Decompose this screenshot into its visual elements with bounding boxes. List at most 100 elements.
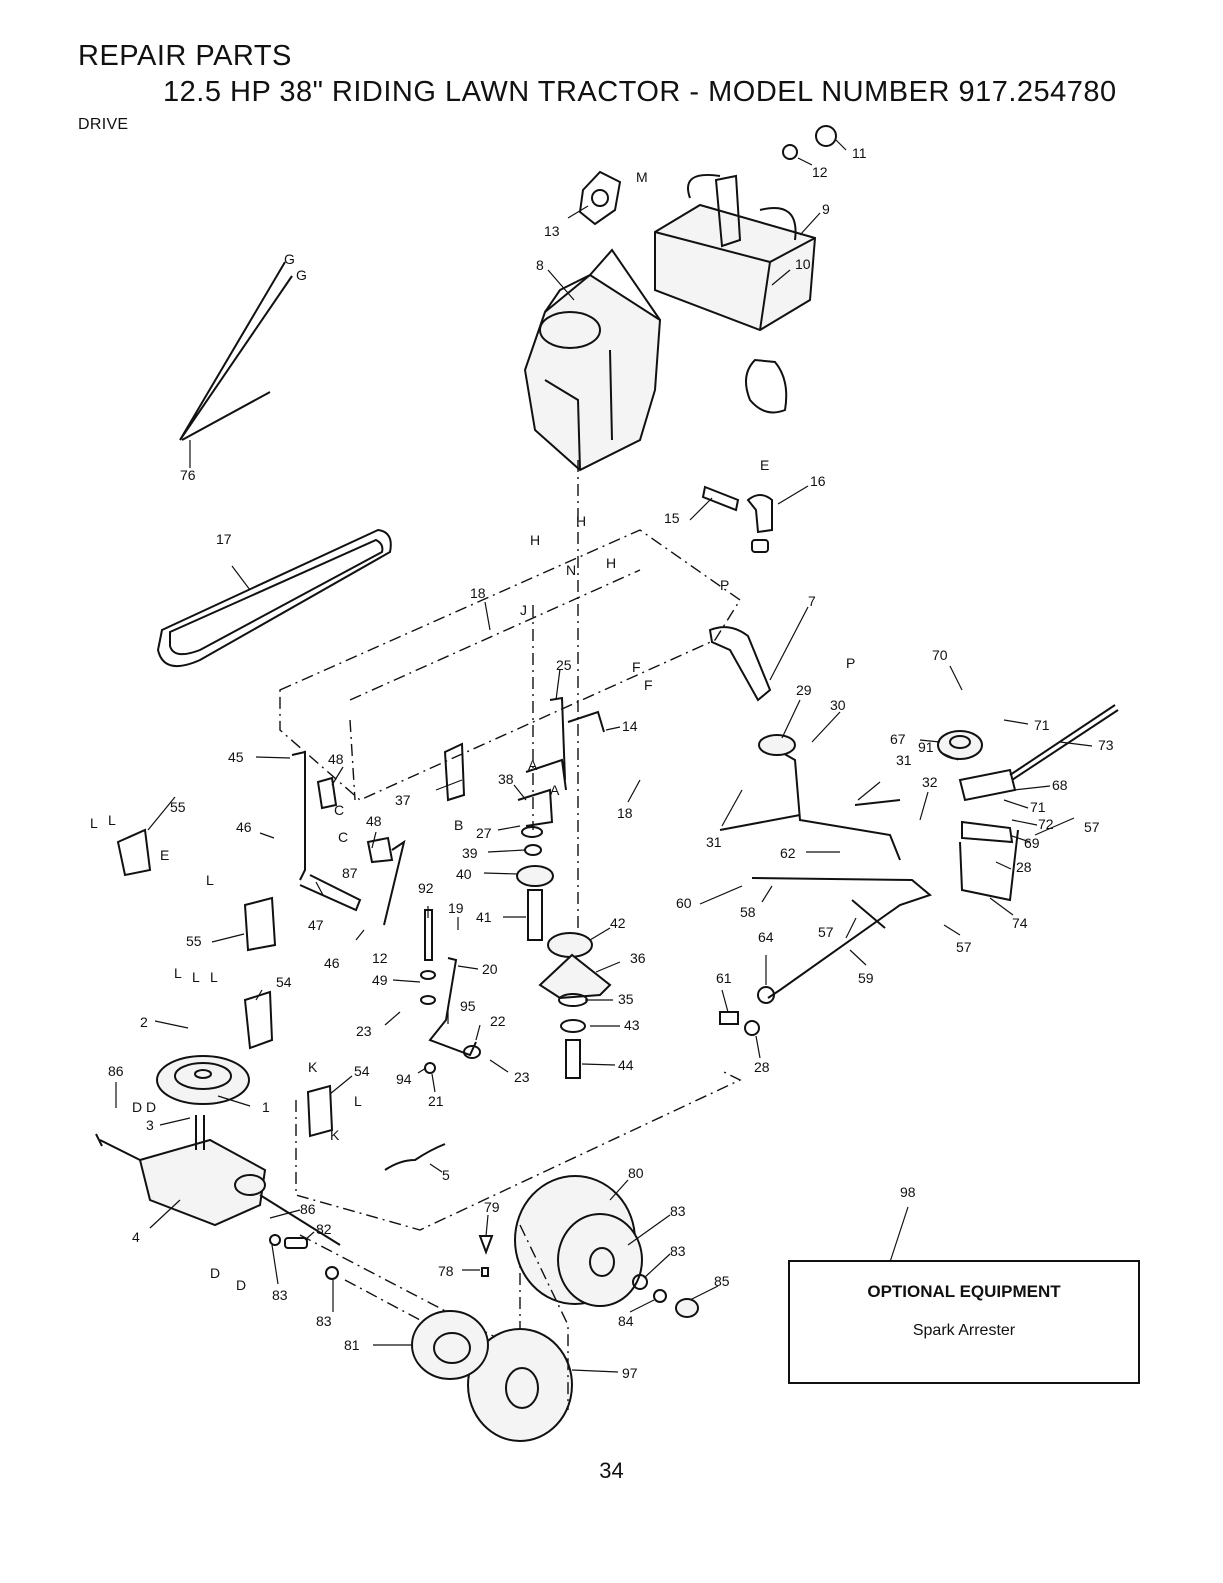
callout-7: 7 (808, 593, 816, 609)
callout-14: 14 (622, 718, 638, 734)
callout-92: 92 (418, 880, 434, 896)
page-number: 34 (599, 1458, 624, 1483)
callout-3: 3 (146, 1117, 154, 1133)
optional-equipment-item: Spark Arrester (912, 1322, 1016, 1339)
rear-wheel-drawing (514, 1175, 643, 1307)
callout-67: 67 (890, 731, 906, 747)
callout-82: 82 (316, 1221, 332, 1237)
callout-21: 21 (428, 1093, 444, 1109)
callout-55-upper: 55 (170, 799, 186, 815)
callout-91: 91 (918, 739, 934, 755)
connector-L-1: L (90, 815, 98, 831)
callout-15: 15 (664, 510, 680, 526)
callout-5: 5 (442, 1167, 450, 1183)
callout-18-right: 18 (617, 805, 633, 821)
callout-55-lower: 55 (186, 933, 202, 949)
connector-L-2: L (108, 812, 116, 828)
callout-59: 59 (858, 970, 874, 986)
callout-71-upper: 71 (1034, 717, 1050, 733)
connector-N: N (566, 562, 576, 578)
callout-97: 97 (622, 1365, 638, 1381)
callout-41: 41 (476, 909, 492, 925)
connector-P-1: P (720, 577, 729, 593)
callout-79: 79 (484, 1199, 500, 1215)
connector-C-1: C (334, 802, 344, 818)
muffler-drawing (654, 174, 817, 332)
optional-equipment-box: OPTIONAL EQUIPMENT Spark Arrester (788, 1260, 1140, 1384)
connector-F-2: F (644, 677, 653, 693)
connector-E-2: E (160, 847, 169, 863)
gasket-drawing (578, 170, 622, 226)
connector-J: J (520, 602, 527, 618)
connector-M: M (636, 169, 648, 185)
callout-12-top: 12 (812, 164, 828, 180)
callout-38: 38 (498, 771, 514, 787)
callout-74: 74 (1012, 915, 1028, 931)
callout-76: 76 (180, 467, 196, 483)
connector-C-2: C (338, 829, 348, 845)
connector-L-4: L (174, 965, 182, 981)
callout-61: 61 (716, 970, 732, 986)
callout-46-lower: 46 (324, 955, 340, 971)
transaxle-drawing (95, 1115, 341, 1246)
callout-73: 73 (1098, 737, 1114, 753)
model-title: 12.5 HP 38" RIDING LAWN TRACTOR - MODEL … (163, 76, 1117, 108)
connector-D-2: D (146, 1099, 156, 1115)
front-wheel-drawing (411, 1310, 573, 1442)
connector-E-1: E (760, 457, 769, 473)
connector-A-1: A (528, 757, 538, 773)
callout-68: 68 (1052, 777, 1068, 793)
callout-72: 72 (1038, 816, 1054, 832)
transaxle-pulley-drawing (156, 1055, 250, 1105)
callout-98: 98 (900, 1184, 916, 1200)
callout-84: 84 (618, 1313, 634, 1329)
subsection-label: DRIVE (78, 116, 129, 133)
callout-18-top: 18 (470, 585, 486, 601)
callout-70: 70 (932, 647, 948, 663)
connector-L-3: L (206, 872, 214, 888)
connector-K-2: K (330, 1127, 340, 1143)
connector-L-7: L (354, 1093, 362, 1109)
connector-G-1: G (284, 251, 295, 267)
callout-86-left: 86 (108, 1063, 124, 1079)
callout-87: 87 (342, 865, 358, 881)
callout-16: 16 (810, 473, 826, 489)
callout-29: 29 (796, 682, 812, 698)
callout-17: 17 (216, 531, 232, 547)
connector-D-1: D (132, 1099, 142, 1115)
callout-35: 35 (618, 991, 634, 1007)
leader-lines (115, 139, 1093, 1373)
callout-1: 1 (262, 1099, 270, 1115)
callout-57-lower: 57 (956, 939, 972, 955)
callout-9: 9 (822, 201, 830, 217)
callout-83-upper: 83 (670, 1203, 686, 1219)
connector-K-1: K (308, 1059, 318, 1075)
callout-25: 25 (556, 657, 572, 673)
callout-23-right: 23 (514, 1069, 530, 1085)
callout-86-right: 86 (300, 1201, 316, 1217)
callout-31-right: 31 (896, 752, 912, 768)
callout-44: 44 (618, 1057, 634, 1073)
callout-83-mid: 83 (316, 1313, 332, 1329)
connector-H-2: H (576, 513, 586, 529)
callout-22: 22 (490, 1013, 506, 1029)
callout-27: 27 (476, 825, 492, 841)
callout-69: 69 (1024, 835, 1040, 851)
callout-49: 49 (372, 972, 388, 988)
callout-43: 43 (624, 1017, 640, 1033)
callout-58: 58 (740, 904, 756, 920)
callout-8: 8 (536, 257, 544, 273)
callout-46-upper: 46 (236, 819, 252, 835)
callout-31-left: 31 (706, 834, 722, 850)
callout-94: 94 (396, 1071, 412, 1087)
callout-28-lower: 28 (754, 1059, 770, 1075)
callout-83-left: 83 (272, 1287, 288, 1303)
callout-23-left: 23 (356, 1023, 372, 1039)
connector-A-2: A (550, 782, 560, 798)
callout-42: 42 (610, 915, 626, 931)
optional-equipment-title: OPTIONAL EQUIPMENT (867, 1282, 1061, 1301)
connector-H-1: H (530, 532, 540, 548)
callout-57-mid: 57 (818, 924, 834, 940)
callout-81: 81 (344, 1337, 360, 1353)
